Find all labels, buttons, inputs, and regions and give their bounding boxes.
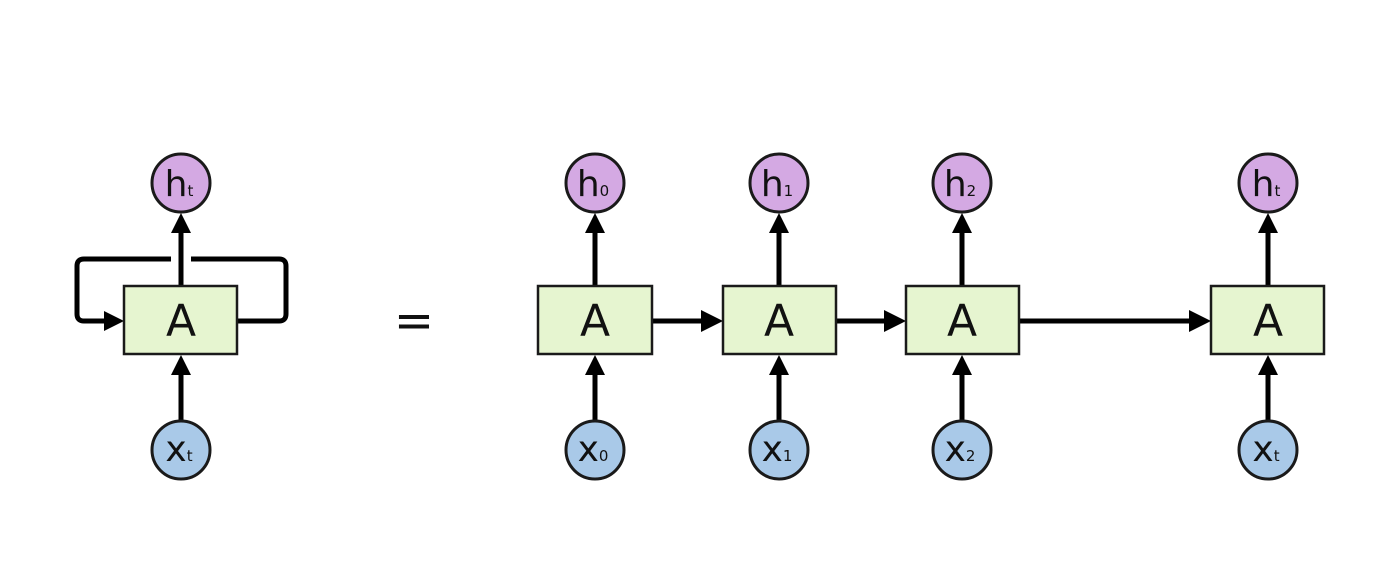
output-arrowhead: [1258, 213, 1278, 233]
input-label: x0: [578, 429, 609, 470]
equals-sign: =: [394, 293, 434, 349]
unrolled-step-t: A ht xt: [1209, 152, 1326, 481]
folded-rnn-cell: [122, 284, 239, 356]
input-label: x1: [762, 429, 793, 470]
output-main: h: [1252, 164, 1275, 205]
input-main: x: [762, 429, 783, 470]
input-node: [564, 419, 626, 481]
cell-label: A: [580, 296, 610, 347]
input-node: [1237, 419, 1299, 481]
input-sub: 0: [599, 447, 609, 465]
cell-label: A: [947, 296, 977, 347]
input-main: x: [945, 429, 966, 470]
output-arrowhead: [585, 213, 605, 233]
output-node: [931, 152, 993, 214]
input-sub: 1: [783, 447, 793, 465]
folded-input-sub: t: [187, 447, 193, 465]
output-label: h0: [577, 164, 609, 205]
output-node: [564, 152, 626, 214]
state-arrowhead-0: [701, 310, 723, 332]
folded-input-node: [150, 419, 212, 481]
input-main: x: [578, 429, 599, 470]
recurrent-loop-arrowhead: [104, 311, 124, 331]
output-label: ht: [1252, 164, 1281, 205]
output-node: [748, 152, 810, 214]
input-arrowhead: [585, 355, 605, 375]
state-arrowhead-2: [1189, 310, 1211, 332]
input-sub: 2: [966, 447, 976, 465]
folded-output-arrowhead: [171, 213, 191, 233]
input-sub: t: [1274, 447, 1280, 465]
input-node: [931, 419, 993, 481]
state-arrowhead-1: [884, 310, 906, 332]
output-main: h: [577, 164, 600, 205]
input-node: [748, 419, 810, 481]
unrolled-rnn: A h0 x0 A h1 x1 A h2: [536, 152, 1326, 481]
rnn-cell: [904, 284, 1021, 356]
input-main: x: [1252, 429, 1273, 470]
input-arrowhead: [769, 355, 789, 375]
recurrent-loop-line: [74, 256, 289, 324]
unrolled-step-1: A h1 x1: [721, 152, 838, 481]
folded-output-label: ht: [165, 164, 194, 205]
cell-label: A: [764, 296, 794, 347]
folded-cell-label: A: [166, 296, 196, 347]
folded-output-sub: t: [187, 182, 193, 200]
output-sub: 1: [784, 182, 794, 200]
input-arrowhead: [952, 355, 972, 375]
folded-output-main: h: [165, 164, 188, 205]
output-arrowhead: [769, 213, 789, 233]
folded-rnn: A ht xt: [74, 152, 289, 481]
output-sub: t: [1274, 182, 1280, 200]
unrolled-step-2: A h2 x2: [904, 152, 1021, 481]
output-node: [1237, 152, 1299, 214]
input-label: x2: [945, 429, 976, 470]
input-arrowhead: [1258, 355, 1278, 375]
unrolled-step-0: A h0 x0: [536, 152, 654, 481]
output-main: h: [761, 164, 784, 205]
output-label: h1: [761, 164, 793, 205]
output-main: h: [944, 164, 967, 205]
rnn-cell: [1209, 284, 1326, 356]
output-arrowhead: [952, 213, 972, 233]
folded-input-label: xt: [165, 429, 192, 470]
cell-label: A: [1253, 296, 1283, 347]
output-sub: 2: [967, 182, 977, 200]
output-label: h2: [944, 164, 976, 205]
rnn-cell: [721, 284, 838, 356]
folded-input-arrowhead: [171, 355, 191, 375]
folded-output-node: [150, 152, 212, 214]
rnn-cell: [536, 284, 654, 356]
input-label: xt: [1252, 429, 1279, 470]
output-sub: 0: [600, 182, 610, 200]
folded-input-main: x: [165, 429, 186, 470]
